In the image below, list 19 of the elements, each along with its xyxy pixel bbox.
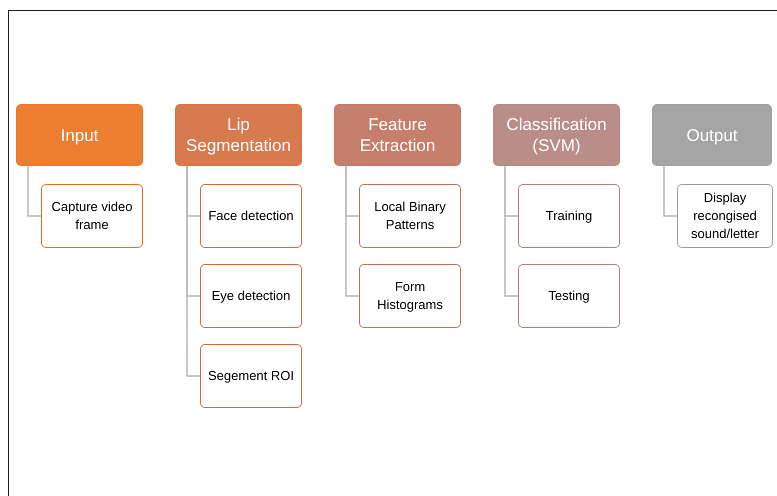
connector-line <box>27 166 41 217</box>
connector-line <box>663 166 677 217</box>
step-box: Testing <box>518 264 620 328</box>
step-box: Training <box>518 184 620 248</box>
step-box: Eye detection <box>200 264 302 328</box>
step-box: Form Histograms <box>359 264 461 328</box>
stage-header-box: Feature Extraction <box>334 104 461 166</box>
connector-line <box>345 166 359 297</box>
connector-line <box>504 166 518 297</box>
step-box: Face detection <box>200 184 302 248</box>
stage-header-box: Output <box>652 104 772 166</box>
step-box: Capture video frame <box>41 184 143 248</box>
step-box: Segement ROI <box>200 344 302 408</box>
stage-header-box: Classification (SVM) <box>493 104 620 166</box>
connector-line <box>186 166 200 377</box>
step-box: Local Binary Patterns <box>359 184 461 248</box>
step-box: Display recongised sound/letter <box>677 184 773 248</box>
stage-header-box: Lip Segmentation <box>175 104 302 166</box>
stage-header-box: Input <box>16 104 143 166</box>
